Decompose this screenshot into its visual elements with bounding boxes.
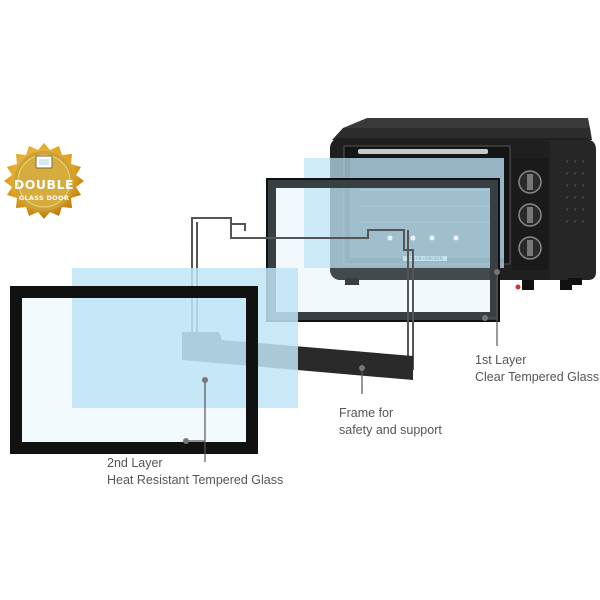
power-light-icon	[515, 284, 521, 290]
knob-icon	[518, 236, 542, 260]
frame-callout: Frame for safety and support	[339, 405, 442, 439]
badge-label: DOUBLE GLASS DOOR	[2, 143, 92, 233]
badge-line-2: GLASS DOOR	[18, 194, 70, 202]
second-layer-description: Heat Resistant Tempered Glass	[107, 473, 284, 487]
badge-line-1: DOUBLE	[13, 177, 75, 192]
second-layer-title: 2nd Layer	[107, 456, 163, 470]
leader-dots	[183, 269, 500, 444]
second-layer-callout: 2nd Layer Heat Resistant Tempered Glass	[107, 455, 283, 489]
frame-title: Frame for	[339, 406, 394, 420]
knob-icon	[518, 203, 542, 227]
knob-icon	[518, 170, 542, 194]
frame-description: safety and support	[339, 423, 442, 437]
first-layer-callout: 1st Layer Clear Tempered Glass	[475, 352, 599, 386]
first-layer-frame	[266, 178, 500, 322]
first-layer-description: Clear Tempered Glass	[475, 370, 600, 384]
double-glass-door-badge	[4, 143, 84, 219]
second-layer-frame	[10, 286, 258, 454]
first-layer-title: 1st Layer	[475, 353, 527, 367]
